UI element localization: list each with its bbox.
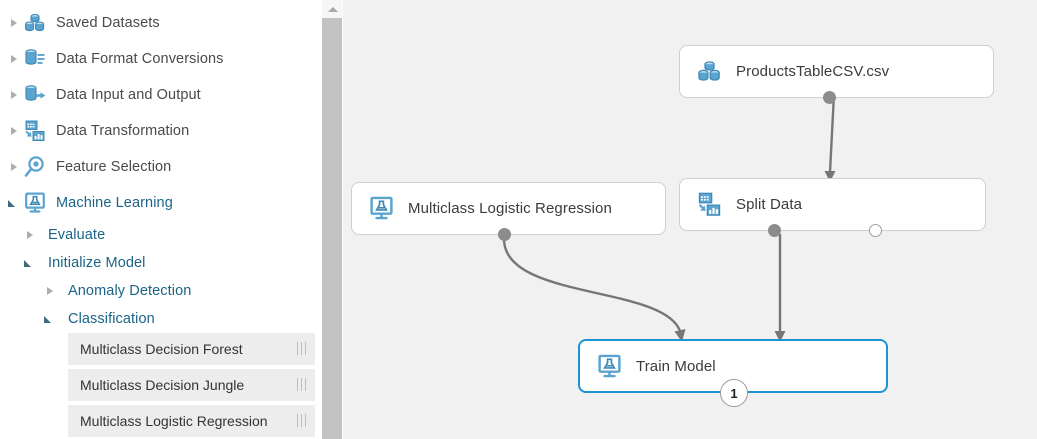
module-item-multiclass-decision-forest[interactable]: Multiclass Decision Forest <box>68 333 315 365</box>
chevron-right-icon[interactable] <box>6 123 22 139</box>
chevron-down-icon[interactable] <box>6 195 22 211</box>
tree-item-label: Feature Selection <box>56 159 172 175</box>
data-transform-icon <box>694 192 724 218</box>
tree-item-data-format-conversions[interactable]: Data Format Conversions <box>0 44 224 74</box>
module-item-multiclass-decision-jungle[interactable]: Multiclass Decision Jungle <box>68 369 315 401</box>
arrow-mlr-to-train <box>674 329 686 342</box>
module-item-label: Multiclass Decision Jungle <box>80 377 245 393</box>
scroll-up-arrow-icon[interactable] <box>322 0 342 18</box>
experiment-canvas[interactable]: ProductsTableCSV.csv Multiclass Logistic… <box>343 0 1037 439</box>
scrollbar-thumb[interactable] <box>322 18 342 439</box>
canvas-node-split-data[interactable]: Split Data <box>679 178 986 231</box>
output-port-dataset[interactable] <box>823 91 836 104</box>
machine-learning-icon <box>366 196 396 222</box>
tree-item-label: Data Transformation <box>56 123 190 139</box>
canvas-node-products-table-csv[interactable]: ProductsTableCSV.csv <box>679 45 994 98</box>
module-item-multiclass-logistic-regression[interactable]: Multiclass Logistic Regression <box>68 405 315 437</box>
chevron-right-icon[interactable] <box>6 159 22 175</box>
tree-item-label: Evaluate <box>48 227 106 243</box>
connector-layer <box>502 54 838 342</box>
machine-learning-icon <box>594 353 624 379</box>
chevron-right-icon[interactable] <box>6 15 22 31</box>
canvas-node-multiclass-logistic-regression[interactable]: Multiclass Logistic Regression <box>351 182 666 235</box>
canvas-node-label: Multiclass Logistic Regression <box>408 200 612 217</box>
tree-item-label: Data Input and Output <box>56 87 201 103</box>
arrow-split-to-train <box>774 331 786 342</box>
chevron-right-icon[interactable] <box>6 51 22 67</box>
module-item-label: Multiclass Logistic Regression <box>80 413 268 429</box>
data-format-icon <box>22 47 48 71</box>
datasets-icon <box>694 59 724 85</box>
sidebar-scrollbar[interactable] <box>322 0 342 439</box>
tree-item-classification[interactable]: Classification <box>0 304 155 334</box>
drag-handle-icon[interactable] <box>297 342 306 355</box>
tree-item-label: Machine Learning <box>56 195 173 211</box>
data-transform-icon <box>22 119 48 143</box>
status-badge[interactable]: 1 <box>720 379 748 407</box>
feature-selection-icon <box>22 155 48 179</box>
chevron-right-icon[interactable] <box>22 227 38 243</box>
tree-item-label: Saved Datasets <box>56 15 160 31</box>
tree-item-label: Classification <box>68 311 155 327</box>
tree-item-saved-datasets[interactable]: Saved Datasets <box>0 8 160 38</box>
chevron-down-icon[interactable] <box>22 255 38 271</box>
output-port-results-dataset2[interactable] <box>869 224 882 237</box>
tree-item-data-input-and-output[interactable]: Data Input and Output <box>0 80 201 110</box>
tree-item-initialize-model[interactable]: Initialize Model <box>0 248 146 278</box>
module-item-label: Multiclass Decision Forest <box>80 341 243 357</box>
drag-handle-icon[interactable] <box>297 378 306 391</box>
module-palette-sidebar[interactable]: Saved Datasets Data Format Conversions D… <box>0 0 322 439</box>
output-port-untrained-model[interactable] <box>498 228 511 241</box>
drag-handle-icon[interactable] <box>297 414 306 427</box>
tree-item-feature-selection[interactable]: Feature Selection <box>0 152 171 182</box>
chevron-down-icon[interactable] <box>42 311 58 327</box>
tree-item-anomaly-detection[interactable]: Anomaly Detection <box>0 276 191 306</box>
tree-item-evaluate[interactable]: Evaluate <box>0 220 105 250</box>
output-port-results-dataset1[interactable] <box>768 224 781 237</box>
tree-item-label: Initialize Model <box>48 255 146 271</box>
canvas-node-label: Train Model <box>636 357 716 375</box>
chevron-right-icon[interactable] <box>6 87 22 103</box>
arrow-products-to-split <box>824 171 836 182</box>
data-io-icon <box>22 83 48 107</box>
edge-mlr-to-train <box>502 238 682 332</box>
datasets-icon <box>22 11 48 35</box>
canvas-node-label: Split Data <box>736 196 803 213</box>
chevron-right-icon[interactable] <box>42 283 58 299</box>
tree-item-label: Data Format Conversions <box>56 51 224 67</box>
tree-item-machine-learning[interactable]: Machine Learning <box>0 188 173 218</box>
machine-learning-icon <box>22 191 48 215</box>
tree-item-label: Anomaly Detection <box>68 283 192 299</box>
tree-item-data-transformation[interactable]: Data Transformation <box>0 116 189 146</box>
canvas-node-label: ProductsTableCSV.csv <box>736 63 890 80</box>
